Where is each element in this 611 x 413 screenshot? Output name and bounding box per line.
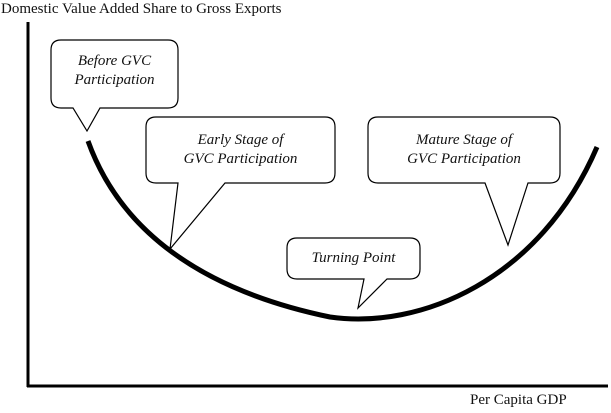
callout-early-bubble — [145, 116, 336, 251]
callout-turning: Turning Point — [287, 249, 420, 268]
callout-before: Before GVC Participation — [51, 52, 178, 90]
callout-early: Early Stage of GVC Participation — [146, 131, 335, 169]
callout-early-line1: Early Stage of — [197, 132, 284, 148]
callout-before-line2: Participation — [74, 72, 155, 88]
callout-early-line2: GVC Participation — [183, 151, 298, 167]
callout-before-line1: Before GVC — [77, 53, 152, 69]
callout-mature: Mature Stage of GVC Participation — [368, 131, 560, 169]
callout-turning-line1: Turning Point — [311, 250, 396, 266]
callout-mature-line1: Mature Stage of — [415, 132, 513, 148]
x-axis-label: Per Capita GDP — [470, 392, 567, 408]
callout-turning-bubble — [286, 237, 421, 310]
u-curve — [85, 140, 600, 322]
y-axis-label: Domestic Value Added Share to Gross Expo… — [1, 1, 282, 17]
callout-before-bubble — [50, 39, 179, 133]
callout-mature-line2: GVC Participation — [407, 151, 521, 167]
callout-mature-bubble — [367, 116, 561, 247]
